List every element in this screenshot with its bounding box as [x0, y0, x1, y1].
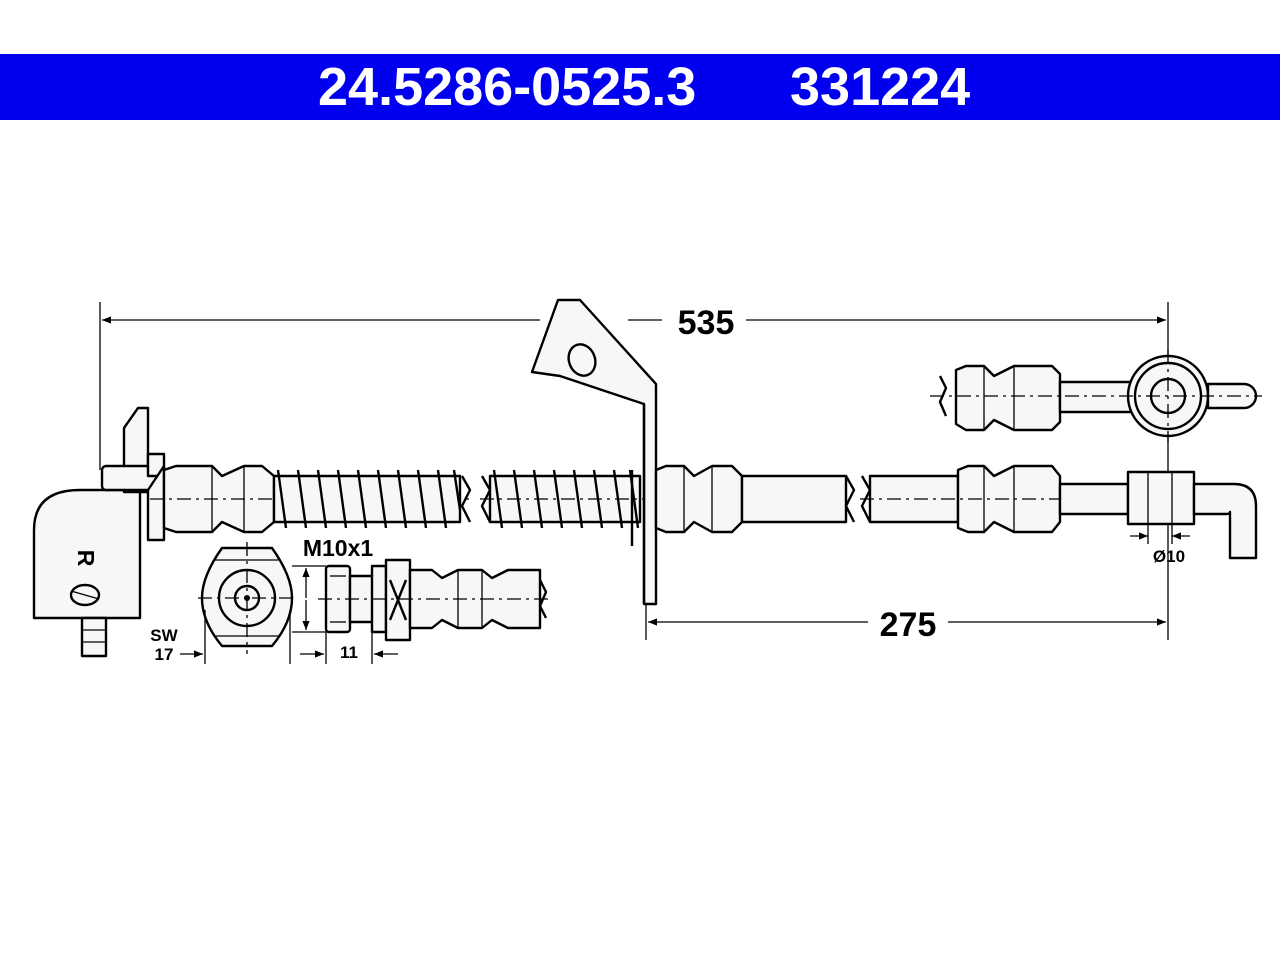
dim-17-label: 17: [155, 645, 174, 664]
threaded-fitting-side-view: [318, 558, 550, 642]
header-bar: [0, 54, 1280, 120]
hose-middle-section: [654, 464, 1210, 534]
dim-d10-label: Ø10: [1153, 547, 1185, 566]
spring-right: [480, 469, 850, 529]
dimension-d10: Ø10: [1130, 524, 1190, 566]
dim-11-label: 11: [340, 643, 358, 662]
dimension-sw17: SW 17: [150, 610, 291, 664]
dimension-m10x1: M10x1: [292, 535, 374, 633]
dim-275-label: 275: [880, 606, 937, 644]
mounting-bracket: [530, 298, 658, 606]
side-marker-r: R: [73, 550, 99, 567]
hex-end-view: [198, 542, 298, 654]
dim-535-label: 535: [678, 304, 735, 342]
part-number: 24.5286-0525.3: [318, 57, 697, 117]
dimension-275: 275: [645, 600, 1166, 644]
left-elbow-fitting: R: [32, 406, 166, 658]
banjo-top-view: [930, 350, 1262, 442]
right-end-fitting: [1058, 470, 1258, 560]
spring-left: [272, 469, 472, 529]
dimension-11: 11: [300, 632, 398, 664]
dim-sw-label: SW: [150, 626, 178, 645]
dim-m10x1-label: M10x1: [303, 535, 374, 561]
reference-number: 331224: [790, 57, 971, 117]
